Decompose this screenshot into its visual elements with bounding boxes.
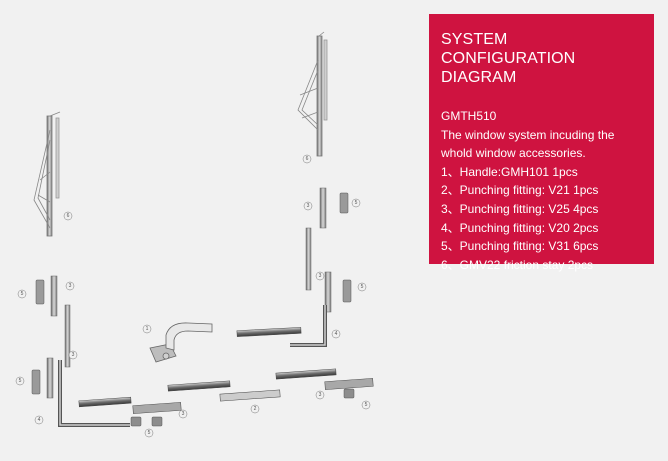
- svg-text:3: 3: [307, 203, 310, 209]
- svg-text:3: 3: [319, 392, 322, 398]
- locking-blocks: [130, 388, 355, 427]
- svg-text:1: 1: [146, 326, 149, 332]
- info-panel: SYSTEM CONFIGURATION DIAGRAM GMTH510 The…: [429, 14, 654, 272]
- callout-1-handle: 1: [142, 324, 152, 334]
- callout-5-bottom-left: 5: [144, 428, 154, 438]
- svg-text:5: 5: [21, 291, 24, 297]
- callout-3-right-top: 3: [303, 201, 313, 211]
- callout-3-bottom-right: 3: [315, 390, 325, 400]
- item-fitting-v25: 3、Punching fitting: V25 4pcs: [441, 201, 599, 216]
- svg-text:6: 6: [67, 213, 70, 219]
- callout-3-right-mid: 3: [315, 271, 325, 281]
- panel-title: SYSTEM CONFIGURATION DIAGRAM: [441, 31, 576, 86]
- handle: [149, 322, 213, 363]
- model-code: GMTH510: [441, 109, 497, 123]
- left-vertical-fittings: [31, 275, 130, 427]
- callout-5-left-top: 5: [17, 289, 27, 299]
- svg-text:3: 3: [182, 411, 185, 417]
- callout-3-bottom-left: 3: [178, 409, 188, 419]
- callout-4-right: 4: [331, 329, 341, 339]
- item-handle: 1、Handle:GMH101 1pcs: [441, 164, 578, 179]
- svg-text:3: 3: [72, 352, 75, 358]
- svg-text:4: 4: [335, 331, 338, 337]
- callout-5-bottom-right: 5: [361, 400, 371, 410]
- svg-text:3: 3: [319, 273, 322, 279]
- svg-text:6: 6: [306, 156, 309, 162]
- callout-3-left-mid: 3: [68, 350, 78, 360]
- callout-5-left-mid: 5: [15, 376, 25, 386]
- svg-text:5: 5: [19, 378, 22, 384]
- item-friction-stay: 6、GMV22 friction stay 2pcs: [441, 257, 594, 272]
- description-line-1: The window system incuding the: [441, 127, 615, 142]
- svg-text:5: 5: [361, 284, 364, 290]
- callout-5-right-top: 5: [351, 198, 361, 208]
- svg-text:4: 4: [38, 417, 41, 423]
- callout-3-left-top: 3: [65, 281, 75, 291]
- hardware-diagram: 6 6 3 5 3 5 4 3 5 3 5 4: [15, 31, 374, 438]
- svg-text:5: 5: [148, 430, 151, 436]
- description-line-2: whold window accessories.: [441, 146, 586, 161]
- callout-6-right: 6: [302, 154, 312, 164]
- callout-4-left: 4: [34, 415, 44, 425]
- horizontal-fittings: [78, 327, 374, 414]
- panel-body: GMTH510 The window system incuding the w…: [441, 107, 642, 274]
- item-fitting-v20: 4、Punching fitting: V20 2pcs: [441, 220, 599, 235]
- svg-text:5: 5: [355, 200, 358, 206]
- friction-stay-left: [33, 111, 61, 237]
- item-fitting-v31: 5、Punching fitting: V31 6pcs: [441, 239, 599, 254]
- friction-stay-right: [297, 31, 328, 157]
- callout-5-right-mid: 5: [357, 282, 367, 292]
- svg-text:5: 5: [365, 402, 368, 408]
- callout-2: 2: [250, 404, 260, 414]
- callout-6-left: 6: [63, 211, 73, 221]
- svg-text:2: 2: [254, 406, 257, 412]
- item-fitting-v21: 2、Punching fitting: V21 1pcs: [441, 183, 599, 198]
- right-vertical-fittings: [290, 187, 352, 347]
- svg-text:3: 3: [69, 283, 72, 289]
